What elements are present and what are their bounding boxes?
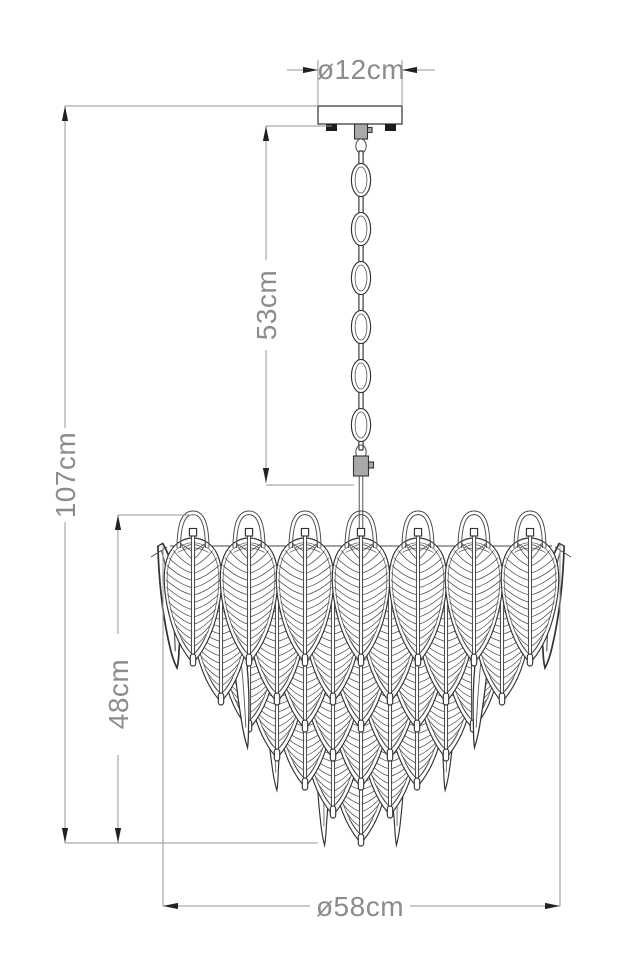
edge-hook-tick bbox=[150, 546, 572, 558]
arrowhead bbox=[61, 828, 69, 843]
dimension-body-diameter: ø58cm bbox=[162, 545, 561, 922]
label-body-diameter: ø58cm bbox=[316, 891, 404, 922]
chain-bottom-connector bbox=[352, 444, 375, 477]
connector-pin bbox=[367, 461, 375, 469]
ceiling-canopy bbox=[317, 105, 403, 154]
arrowhead bbox=[262, 126, 270, 141]
arrowhead bbox=[61, 106, 69, 121]
canopy-screw-left bbox=[326, 124, 337, 131]
dimension-body-height: 48cm bbox=[103, 514, 196, 843]
label-canopy-diameter: ø12cm bbox=[317, 54, 405, 85]
canopy-screw-right bbox=[385, 124, 396, 131]
arrowhead bbox=[163, 902, 178, 910]
dimension-canopy-diameter: ø12cm bbox=[287, 54, 435, 106]
arrowhead bbox=[262, 468, 270, 483]
label-body-height: 48cm bbox=[103, 659, 134, 729]
leaf-pendant-assembly bbox=[150, 510, 572, 846]
chain bbox=[350, 150, 372, 451]
dimension-overall-height: 107cm bbox=[50, 105, 318, 844]
dimension-chain-length: 53cm bbox=[251, 125, 354, 486]
connector-pin bbox=[366, 126, 373, 134]
arrowhead bbox=[114, 828, 122, 843]
arrowhead bbox=[114, 515, 122, 530]
label-chain-length: 53cm bbox=[251, 270, 282, 340]
arrowhead bbox=[303, 66, 318, 74]
arrowhead bbox=[402, 66, 417, 74]
canopy-connector bbox=[353, 123, 369, 140]
arrowhead bbox=[545, 902, 560, 910]
canopy-plate bbox=[317, 105, 403, 125]
label-overall-height: 107cm bbox=[50, 432, 81, 519]
